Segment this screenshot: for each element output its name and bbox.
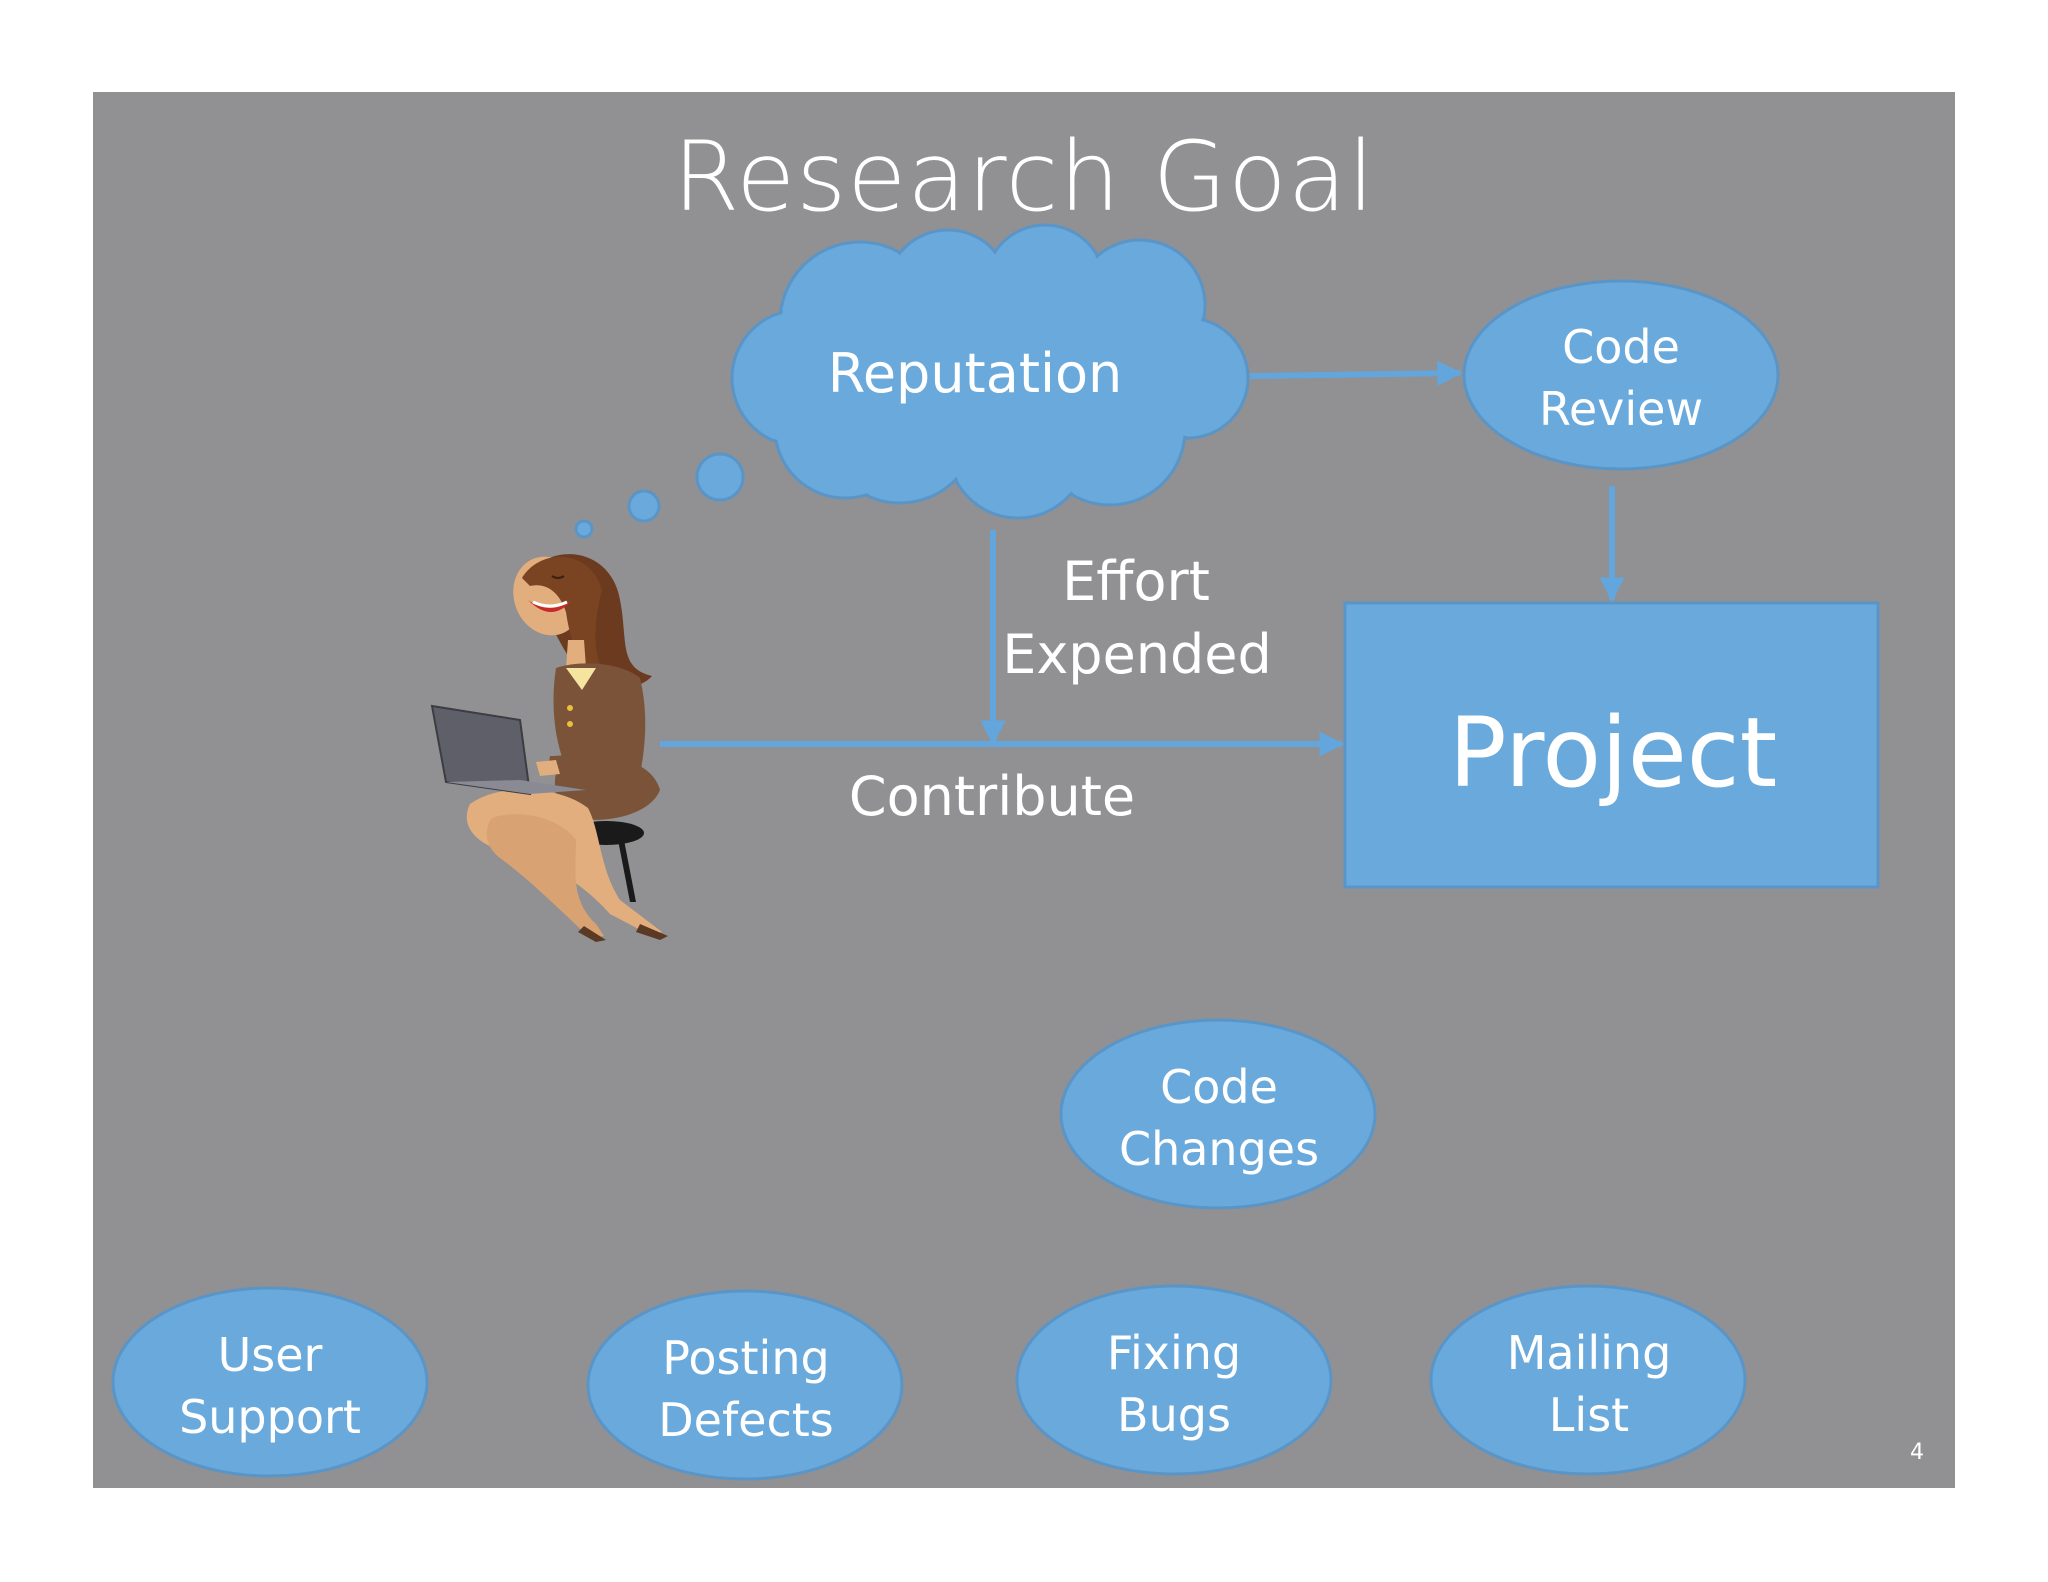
- project-label: Project: [1449, 697, 1777, 809]
- page-number: 4: [1910, 1440, 1924, 1465]
- code-review-line-1: Code: [1562, 320, 1680, 374]
- fixing-bugs-line-2: Bugs: [1117, 1388, 1231, 1442]
- user-support-line-1: User: [218, 1328, 323, 1382]
- code-changes-line-2: Changes: [1119, 1122, 1319, 1176]
- mailing-list-line-1: Mailing: [1507, 1326, 1672, 1380]
- project-node: Project: [1343, 601, 1880, 889]
- mailing-list-node: Mailing List: [1429, 1284, 1747, 1476]
- fixing-bugs-node: Fixing Bugs: [1015, 1284, 1333, 1476]
- reputation-to-code-review-arrow: [1249, 360, 1463, 386]
- effort-expended-line-1: Effort: [1062, 550, 1210, 613]
- posting-defects-line-2: Defects: [658, 1393, 834, 1447]
- contribute-label: Contribute: [849, 765, 1135, 828]
- code-review-line-2: Review: [1539, 382, 1703, 436]
- posting-defects-line-1: Posting: [662, 1331, 829, 1385]
- fixing-bugs-line-1: Fixing: [1107, 1326, 1241, 1380]
- posting-defects-node: Posting Defects: [586, 1289, 904, 1481]
- code-review-node: Code Review: [1462, 279, 1780, 471]
- thought-bubbles: [574, 452, 745, 539]
- woman-with-laptop-icon: [430, 554, 668, 942]
- code-changes-line-1: Code: [1160, 1060, 1278, 1114]
- mailing-list-line-2: List: [1549, 1388, 1629, 1442]
- user-support-node: User Support: [111, 1286, 429, 1478]
- user-support-line-2: Support: [179, 1390, 361, 1444]
- code-changes-node: Code Changes: [1059, 1018, 1377, 1210]
- effort-expended-line-2: Expended: [1002, 623, 1272, 686]
- reputation-cloud: Reputation: [730, 223, 1250, 520]
- slide-title: Research Goal: [672, 121, 1376, 233]
- reputation-label: Reputation: [828, 342, 1123, 405]
